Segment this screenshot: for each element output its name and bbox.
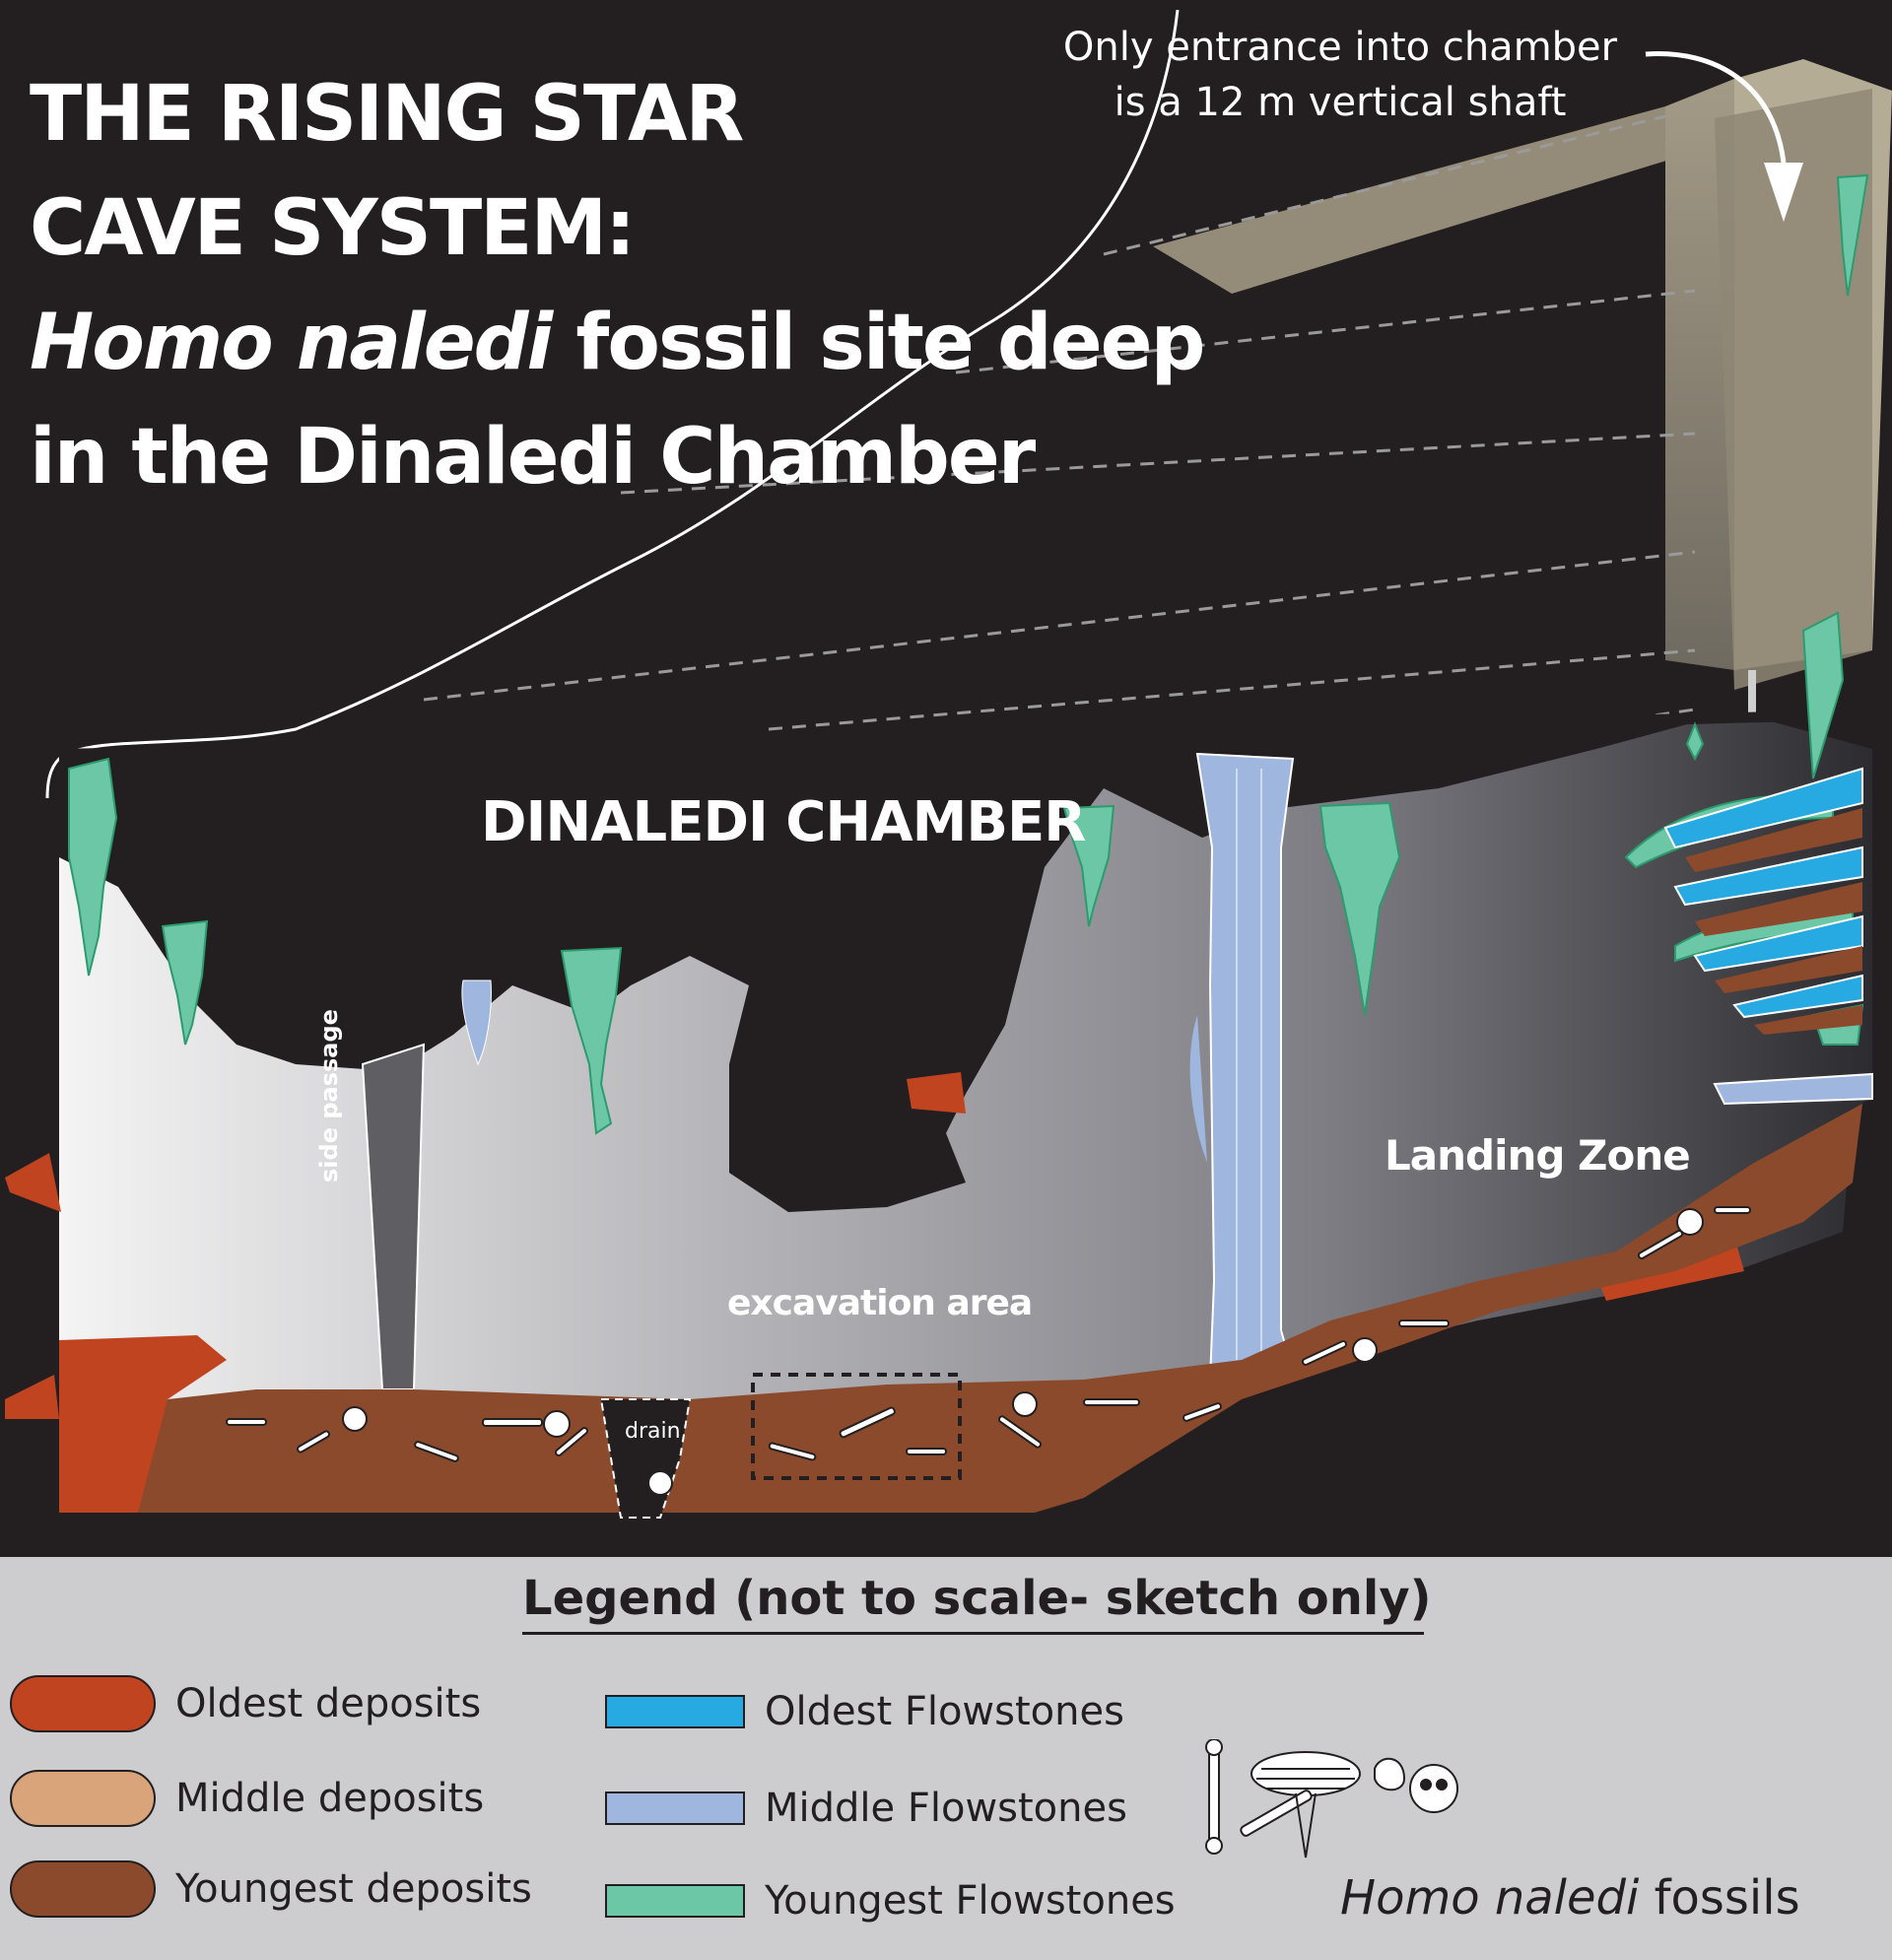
title-line-1: THE RISING STAR [30,70,744,159]
cave-cross-section [5,9,1892,1519]
page-title: THE RISING STAR CAVE SYSTEM: Homo naledi… [30,57,1205,514]
title-line-3-rest: fossil site deep [551,299,1205,387]
legend-oldest-flowstones: Oldest Flowstones [605,1689,1124,1734]
drain-label: drain [625,1419,681,1444]
legend-youngest-flowstones: Youngest Flowstones [605,1878,1176,1924]
youngest-flowstones-label: Youngest Flowstones [765,1878,1176,1924]
side-passage-label: side passage [315,1009,343,1183]
surface-line [45,9,1180,799]
fossils-rest: fossils [1639,1870,1800,1926]
legend-oldest-deposits: Oldest deposits [10,1675,481,1732]
oldest-flowstones-label: Oldest Flowstones [765,1689,1124,1734]
oldest-deposits-label: Oldest deposits [175,1681,482,1726]
entrance-arrow-icon [1645,51,1803,222]
fossils-species: Homo naledi [1340,1870,1640,1926]
title-species: Homo naledi [30,299,553,387]
excavation-box [751,1373,962,1480]
middle-flowstones-label: Middle Flowstones [765,1786,1127,1831]
landing-zone-label: Landing Zone [1385,1131,1691,1180]
youngest-deposits-floor [138,1104,1862,1513]
entrance-note-line-2: is a 12 m vertical shaft [1114,80,1567,125]
legend-title: Legend (not to scale- sketch only) [522,1565,1432,1635]
title-line-4: in the Dinaledi Chamber [30,413,1036,502]
middle-deposits-label: Middle deposits [175,1776,485,1821]
youngest-deposits-label: Youngest deposits [175,1866,532,1912]
fossil-bones-icon [1205,1739,1458,1859]
rock-overhang [59,710,1872,1212]
legend-youngest-deposits: Youngest deposits [10,1860,532,1918]
entrance-note: Only entrance into chamber is a 12 m ver… [1015,20,1665,130]
youngest-flowstones-swatch [605,1884,745,1918]
oldest-flowstone-shelves [1663,767,1873,1106]
legend: Legend (not to scale- sketch only) Oldes… [0,1557,1892,1960]
fossils-label: Homo naledi fossils [1340,1870,1800,1926]
middle-flowstones-swatch [605,1791,745,1825]
legend-middle-deposits: Middle deposits [10,1770,484,1827]
middle-deposits-swatch [10,1770,156,1827]
excavation-label: excavation area [727,1283,1033,1323]
projection-lines [423,114,1696,771]
entrance-note-line-1: Only entrance into chamber [1062,25,1618,70]
title-line-2: CAVE SYSTEM: [30,184,636,273]
chamber-label: DINALEDI CHAMBER [481,790,1086,854]
youngest-deposits-swatch [10,1860,156,1918]
oldest-flowstones-swatch [605,1695,745,1728]
flowstone-column [461,752,1295,1382]
legend-middle-flowstones: Middle Flowstones [605,1786,1127,1831]
title-line-3: Homo naledi fossil site deep [30,286,1205,400]
oldest-deposits-swatch [10,1675,156,1732]
fossil-scatter [226,1206,1751,1496]
